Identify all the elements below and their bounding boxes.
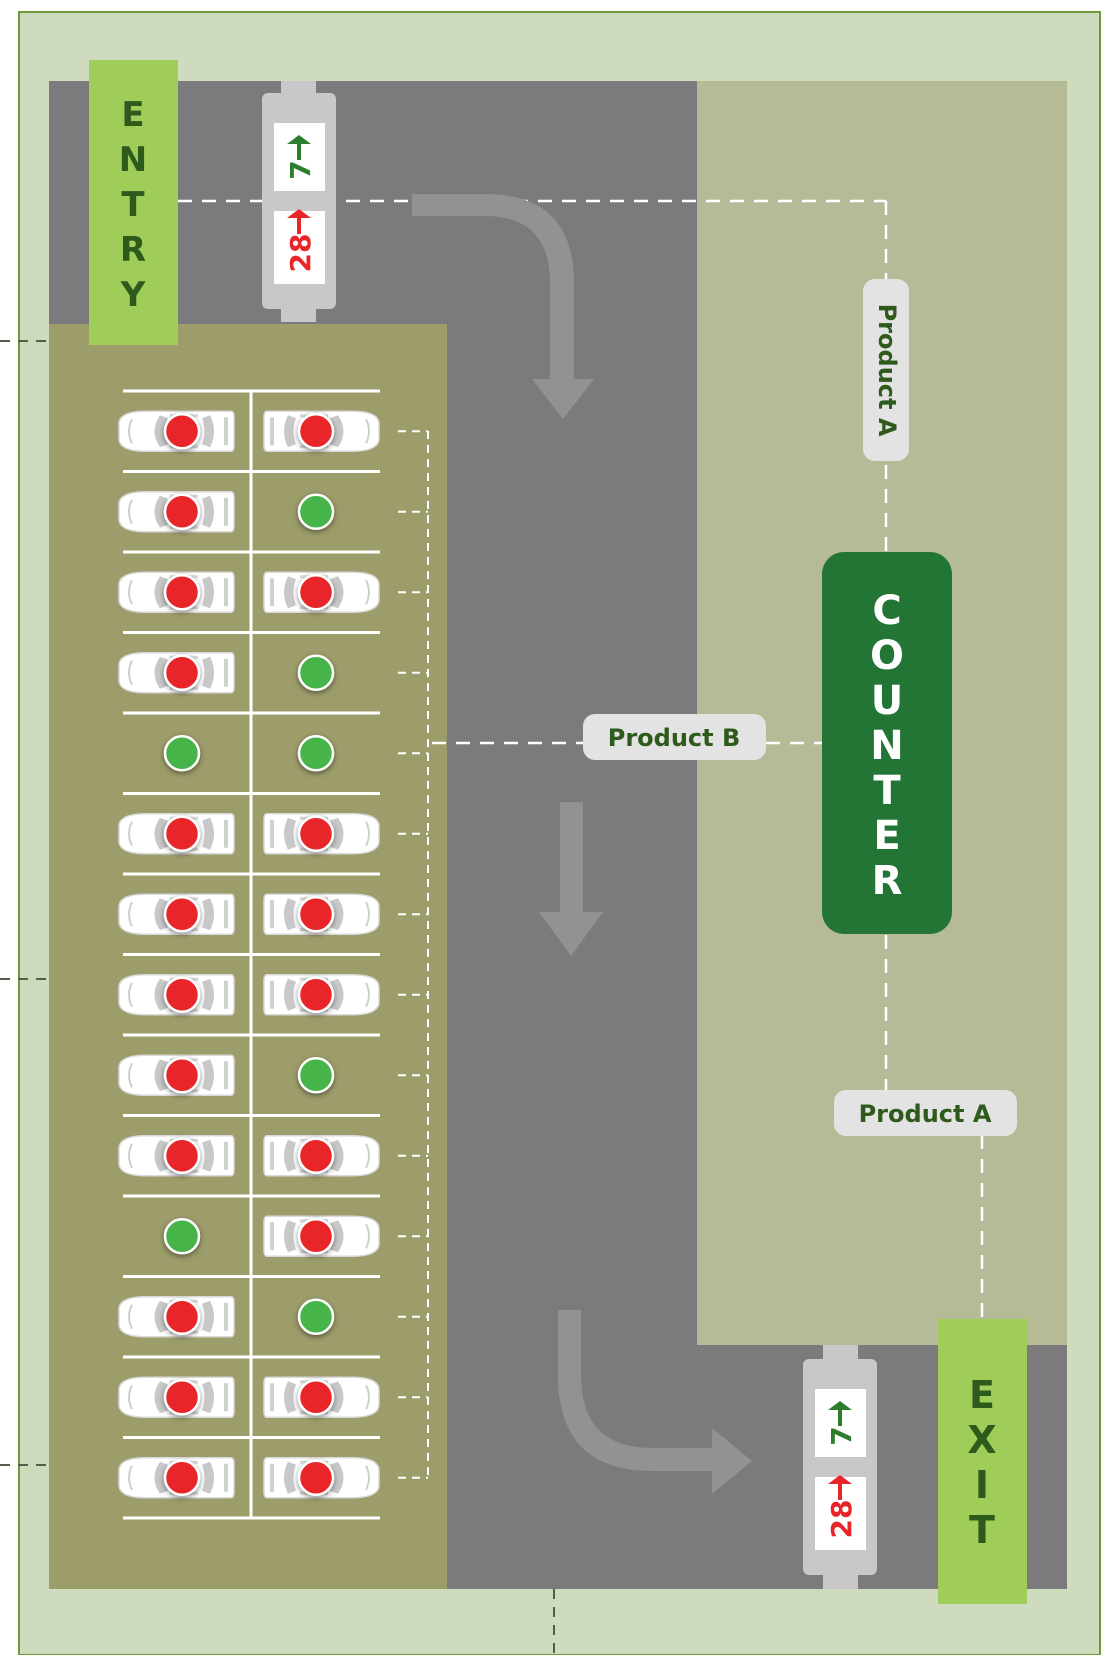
- entry-block: [89, 60, 178, 345]
- parking-space: [297, 1298, 335, 1335]
- exit-occupied-arrow-icon: [828, 1475, 852, 1500]
- parking-space: [263, 1376, 380, 1419]
- parking-space: [118, 973, 235, 1016]
- exit-occupied-count: 28: [825, 1500, 858, 1539]
- entry-occupied-count: 28: [284, 234, 317, 273]
- product-a-bottom-tag: Product A: [834, 1090, 1017, 1136]
- available-indicator: [297, 1298, 335, 1335]
- occupied-indicator: [163, 896, 201, 933]
- occupied-indicator: [163, 976, 201, 1013]
- occupied-indicator: [297, 574, 335, 611]
- exit-available-arrow-icon: [828, 1401, 852, 1426]
- available-indicator: [297, 735, 335, 772]
- occupied-indicator: [297, 976, 335, 1013]
- occupied-indicator: [163, 413, 201, 450]
- available-indicator: [297, 654, 335, 691]
- occupied-indicator: [163, 1137, 201, 1174]
- parking-space: [118, 1456, 235, 1499]
- entry-occupied-arrow-icon: [287, 209, 311, 234]
- parking-space: [118, 571, 235, 614]
- entry-occupancy-display: 7 28: [262, 81, 336, 322]
- parking-space: [263, 973, 380, 1016]
- parking-space: [297, 1057, 335, 1094]
- exit-occupancy-display: 7 28: [803, 1345, 877, 1589]
- parking-spaces: [118, 410, 380, 1499]
- occupied-indicator: [163, 574, 201, 611]
- available-indicator: [163, 1218, 201, 1255]
- occupied-indicator: [297, 1137, 335, 1174]
- counter-block: [822, 552, 952, 934]
- exit-block: [938, 1319, 1027, 1604]
- traffic-arrows: [412, 194, 752, 1494]
- occupied-indicator: [163, 815, 201, 852]
- parking-space: [118, 1376, 235, 1419]
- parking-space: [263, 1215, 380, 1258]
- entry-available-count: 7: [284, 160, 317, 179]
- occupied-indicator: [297, 1218, 335, 1255]
- parking-space: [118, 1054, 235, 1097]
- parking-space: [118, 410, 235, 453]
- occupied-indicator: [163, 493, 201, 530]
- occupied-indicator: [163, 1379, 201, 1416]
- occupied-indicator: [297, 413, 335, 450]
- row-tick-lines: [398, 430, 428, 1479]
- available-indicator: [297, 493, 335, 530]
- available-indicator: [163, 735, 201, 772]
- product-b-tag: Product B: [583, 714, 766, 760]
- occupied-indicator: [163, 1298, 201, 1335]
- exit-available-count: 7: [825, 1426, 858, 1445]
- occupied-indicator: [163, 1057, 201, 1094]
- entry-available-arrow-icon: [287, 135, 311, 160]
- parking-space: [118, 812, 235, 855]
- arrow-exit-turn-right: [558, 1310, 752, 1494]
- parking-space: [263, 410, 380, 453]
- occupied-indicator: [163, 654, 201, 691]
- product-a-top-tag: Product A: [863, 279, 909, 461]
- parking-space: [263, 893, 380, 936]
- parking-space: [163, 1218, 201, 1255]
- occupied-indicator: [297, 896, 335, 933]
- boundary-dashes: [0, 340, 555, 1655]
- arrow-straight-down: [539, 802, 603, 956]
- available-indicator: [297, 1057, 335, 1094]
- parking-space: [163, 735, 201, 772]
- product-a-top-label: Product A: [873, 304, 901, 437]
- parking-space: [297, 654, 335, 691]
- parking-space: [263, 1134, 380, 1177]
- parking-space: [118, 1295, 235, 1338]
- occupied-indicator: [297, 1379, 335, 1416]
- parking-space: [297, 493, 335, 530]
- parking-stall-lines: [123, 389, 380, 1520]
- parking-space: [263, 812, 380, 855]
- parking-space: [118, 893, 235, 936]
- parking-area: [49, 324, 447, 1589]
- arrow-entry-turn-down: [412, 194, 594, 419]
- product-a-bottom-label: Product A: [859, 1100, 992, 1128]
- parking-space: [263, 1456, 380, 1499]
- parking-space: [297, 735, 335, 772]
- parking-space: [118, 490, 235, 533]
- occupied-indicator: [297, 1459, 335, 1496]
- parking-space: [118, 1134, 235, 1177]
- parking-space: [118, 651, 235, 694]
- occupied-indicator: [297, 815, 335, 852]
- product-b-label: Product B: [608, 724, 741, 752]
- parking-space: [263, 571, 380, 614]
- occupied-indicator: [163, 1459, 201, 1496]
